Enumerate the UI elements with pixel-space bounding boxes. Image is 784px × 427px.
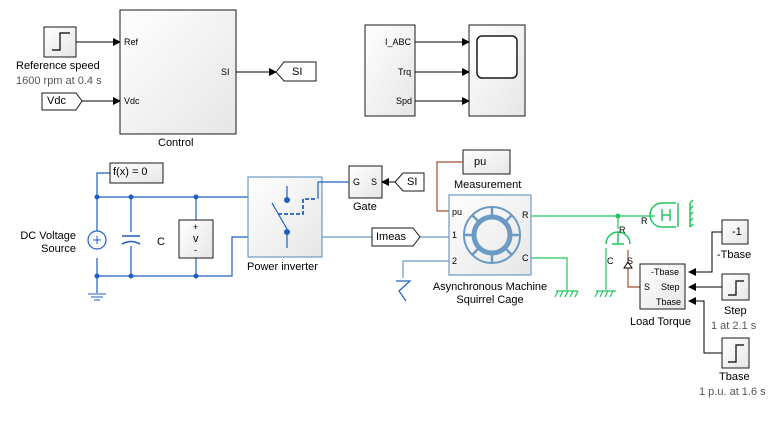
imeas-label: Imeas (376, 231, 406, 243)
gate-port-s: S (371, 177, 378, 187)
load-torque-block[interactable] (639, 263, 686, 310)
reference-speed-sublabel: 1600 rpm at 0.4 s (16, 75, 102, 87)
ground-icon (88, 293, 106, 301)
neg-tbase-label: -Tbase (717, 249, 752, 261)
control-port-si: SI (221, 67, 230, 77)
control-label: Control (158, 137, 194, 149)
torque-source-icon[interactable] (605, 231, 631, 245)
inertia-r-label: R (641, 216, 648, 226)
dc-source-label-2: Source (41, 243, 76, 255)
tbase-sublabel: 1 p.u. at 1.6 s (699, 386, 766, 398)
dc-circuit-wires (96, 172, 248, 293)
mechanical-ground-2 (594, 290, 616, 298)
scope-block[interactable] (468, 24, 526, 117)
machine-c-wire (531, 257, 568, 290)
fx-label: f(x) = 0 (113, 166, 148, 178)
tbase-label: Tbase (719, 371, 750, 383)
torque-s-arrow-icon (623, 261, 633, 269)
control-port-ref: Ref (124, 37, 139, 47)
machine-port2-wire (396, 260, 449, 302)
voltmeter-block[interactable] (178, 219, 214, 259)
inertia-block[interactable] (649, 199, 694, 228)
si-from-label: SI (407, 176, 418, 188)
neg-tbase-block[interactable] (721, 219, 749, 245)
imeas-tag[interactable] (371, 227, 421, 247)
load-torque-label: Load Torque (630, 316, 691, 328)
torque-c-label: C (607, 256, 614, 266)
mux-port-iabc: I_ABC (385, 37, 412, 47)
torque-s-label: S (627, 256, 634, 266)
reference-speed-block[interactable] (43, 26, 77, 58)
voltmeter-plus: + (193, 222, 199, 232)
torque-r-label: R (619, 225, 626, 235)
voltmeter-v: v (193, 233, 199, 245)
gate-port-g: G (353, 177, 361, 187)
capacitor-label: C (157, 236, 165, 248)
scope-mux-block[interactable] (364, 24, 416, 117)
machine-port-c: C (522, 253, 529, 263)
machine-port-2: 2 (452, 256, 458, 266)
dc-source-label-1: DC Voltage (20, 230, 76, 242)
machine-port-pu: pu (452, 207, 463, 217)
vdc-from-tag[interactable] (41, 92, 83, 111)
step-sublabel: 1 at 2.1 s (711, 320, 757, 332)
machine-port-r: R (522, 210, 529, 220)
measurement-port-pu: pu (474, 156, 487, 168)
measurement-label: Measurement (454, 179, 522, 191)
reference-speed-label: Reference speed (16, 60, 100, 72)
load-torque-port-s: S (644, 282, 651, 292)
si-from-tag[interactable] (394, 172, 425, 192)
dc-voltage-source[interactable] (87, 230, 107, 250)
vdc-from-label: Vdc (47, 95, 66, 107)
gate-label: Gate (353, 201, 377, 213)
gate-block[interactable] (348, 165, 383, 199)
circuit-junctions (94, 194, 199, 279)
mux-port-trq: Trq (398, 67, 412, 77)
tbase-block[interactable] (721, 337, 750, 369)
mechanical-ground-1 (554, 290, 579, 298)
step-label: Step (724, 305, 747, 317)
si-goto-label: SI (292, 66, 303, 78)
power-inverter-block[interactable] (247, 176, 323, 258)
machine-port-1: 1 (452, 230, 458, 240)
fx-block[interactable] (109, 162, 164, 184)
machine-label-1: Asynchronous Machine (432, 281, 548, 293)
machine-label-2: Squirrel Cage (456, 294, 524, 306)
voltmeter-minus: - (194, 245, 197, 255)
control-block[interactable] (119, 9, 237, 135)
neg-tbase-value: -1 (732, 226, 742, 238)
power-inverter-label: Power inverter (247, 261, 318, 273)
load-torque-port-tbase: Tbase (656, 297, 682, 307)
load-torque-port-step: Step (661, 282, 680, 292)
tbase-line (688, 297, 722, 354)
measurement-tag[interactable] (462, 149, 511, 175)
control-port-vdc: Vdc (124, 96, 140, 106)
si-goto-tag[interactable] (275, 61, 317, 82)
load-torque-port-neg-tbase: -Tbase (651, 267, 680, 277)
neg-tbase-line (688, 231, 722, 276)
asynchronous-machine-block[interactable] (448, 194, 532, 276)
capacitor[interactable] (121, 235, 141, 245)
step-block[interactable] (721, 273, 750, 301)
mux-port-spd: Spd (396, 96, 413, 106)
measurement-wire (436, 161, 463, 212)
